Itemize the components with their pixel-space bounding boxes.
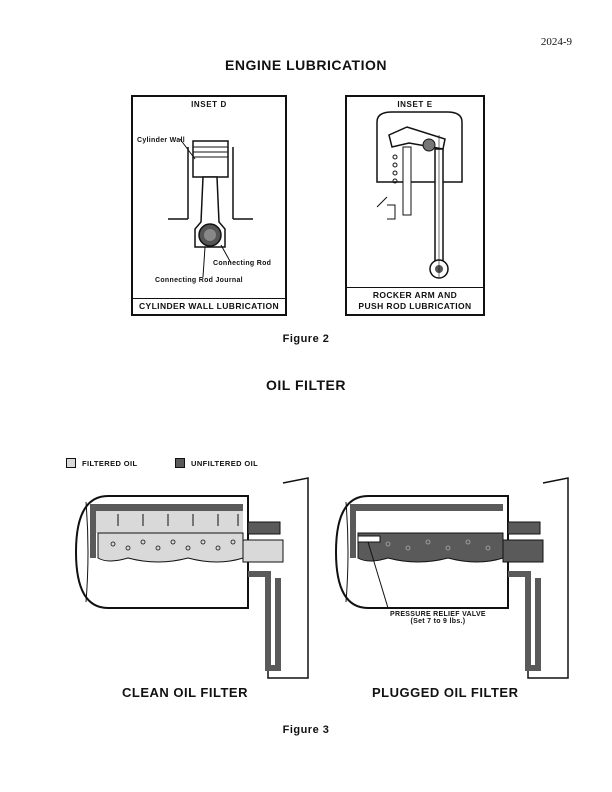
filtered-swatch [66, 458, 76, 468]
rocker-arm-illustration [376, 111, 463, 279]
clean-oil-filter-title: CLEAN OIL FILTER [122, 685, 248, 700]
pressure-relief-valve-line1: PRESSURE RELIEF VALVE [390, 611, 486, 618]
inset-e-caption-line1: ROCKER ARM AND [372, 290, 458, 300]
clean-oil-filter-diagram [74, 477, 309, 679]
cylinder-wall-label: Cylinder Wall [137, 137, 185, 144]
plugged-oil-filter-diagram [334, 477, 569, 679]
legend-filtered-label: FILTERED OIL [82, 458, 138, 468]
connecting-rod-journal-label: Connecting Rod Journal [155, 277, 243, 284]
figure-2-caption: Figure 2 [282, 333, 330, 345]
oil-filter-heading: OIL FILTER [266, 377, 346, 393]
legend-unfiltered-label: UNFILTERED OIL [191, 458, 259, 468]
pressure-relief-valve-line2: (Set 7 to 9 lbs.) [410, 618, 466, 625]
page-number: 2024-9 [540, 36, 572, 48]
pressure-relief-valve-label: PRESSURE RELIEF VALVE (Set 7 to 9 lbs.) [390, 611, 486, 625]
engine-lubrication-heading: ENGINE LUBRICATION [225, 57, 387, 73]
inset-e-panel: INSET E ROCKER ARM AND PUSH ROD LUBRICAT… [345, 95, 485, 316]
inset-e-title: INSET E [397, 100, 433, 109]
legend-filtered: FILTERED OIL [66, 458, 138, 468]
inset-d-panel: INSET D Cylinder Wall Connecting Rod Con… [131, 95, 287, 316]
unfiltered-swatch [175, 458, 185, 468]
connecting-rod-label: Connecting Rod [213, 260, 272, 267]
legend-unfiltered: UNFILTERED OIL [175, 458, 258, 468]
inset-e-caption: ROCKER ARM AND PUSH ROD LUBRICATION [347, 287, 483, 314]
inset-d-title: INSET D [191, 100, 227, 109]
piston-rod-illustration [168, 138, 253, 278]
figure-3-caption: Figure 3 [282, 724, 330, 736]
inset-d-caption: CYLINDER WALL LUBRICATION [133, 298, 285, 314]
inset-e-caption-line2: PUSH ROD LUBRICATION [358, 301, 472, 311]
plugged-oil-filter-title: PLUGGED OIL FILTER [372, 685, 519, 700]
